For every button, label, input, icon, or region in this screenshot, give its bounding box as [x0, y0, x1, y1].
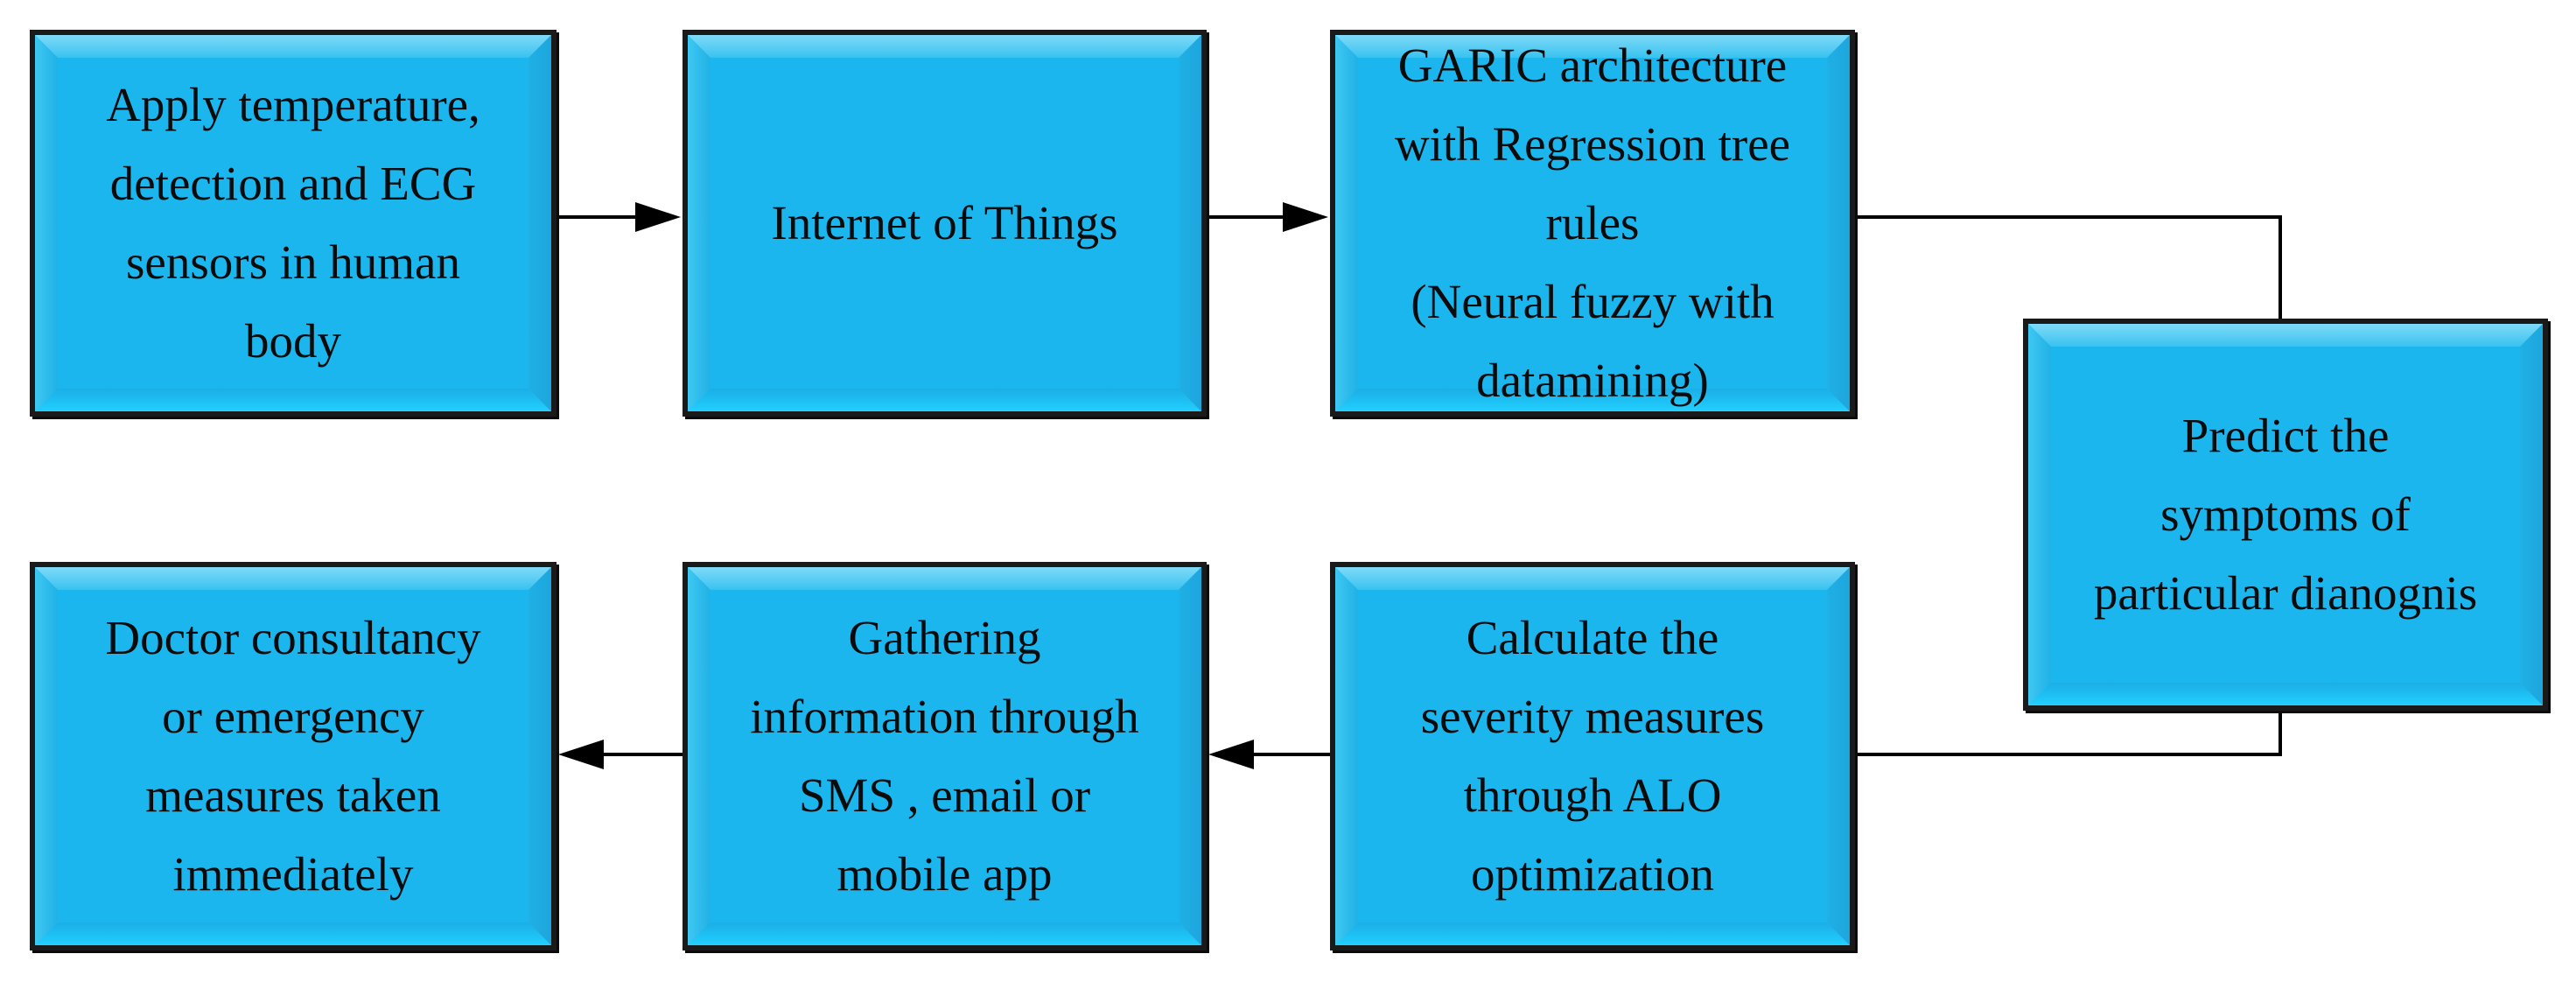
- doctor-box: Doctor consultancy or emergency measures…: [30, 562, 556, 950]
- doctor-label: Doctor consultancy or emergency measures…: [105, 611, 481, 901]
- garic-box: GARIC architecture with Regression tree …: [1330, 30, 1855, 417]
- sensors-label: Apply temperature, detection and ECG sen…: [106, 78, 480, 368]
- box-face: [1358, 58, 1827, 389]
- box-face: [710, 590, 1179, 922]
- box-face: [58, 58, 528, 389]
- iot-box: Internet of Things: [682, 30, 1207, 417]
- severity-label: Calculate the severity measures through …: [1420, 611, 1765, 901]
- arrowhead-sensors-to-iot: [635, 202, 681, 232]
- box-face: [58, 590, 528, 922]
- arrowhead-severity-to-gathering: [1208, 740, 1254, 769]
- box-face: [710, 58, 1179, 389]
- box-face: [2051, 347, 2520, 683]
- gathering-label: Gathering information through SMS , emai…: [750, 611, 1139, 901]
- sensors-box: Apply temperature, detection and ECG sen…: [30, 30, 556, 417]
- box-face: [1358, 590, 1827, 922]
- iot-label: Internet of Things: [771, 196, 1118, 249]
- gathering-box: Gathering information through SMS , emai…: [682, 562, 1207, 950]
- predict-box: Predict the symptoms of particular diano…: [2023, 319, 2548, 711]
- garic-label: GARIC architecture with Regression tree …: [1394, 39, 1791, 407]
- connector-predict-to-severity: [1855, 711, 2282, 756]
- predict-label: Predict the symptoms of particular diano…: [2093, 409, 2478, 620]
- severity-box: Calculate the severity measures through …: [1330, 562, 1855, 950]
- arrowhead-iot-to-garic: [1283, 202, 1328, 232]
- connector-garic-to-predict: [1855, 215, 2282, 319]
- arrowhead-gathering-to-doctor: [558, 740, 604, 769]
